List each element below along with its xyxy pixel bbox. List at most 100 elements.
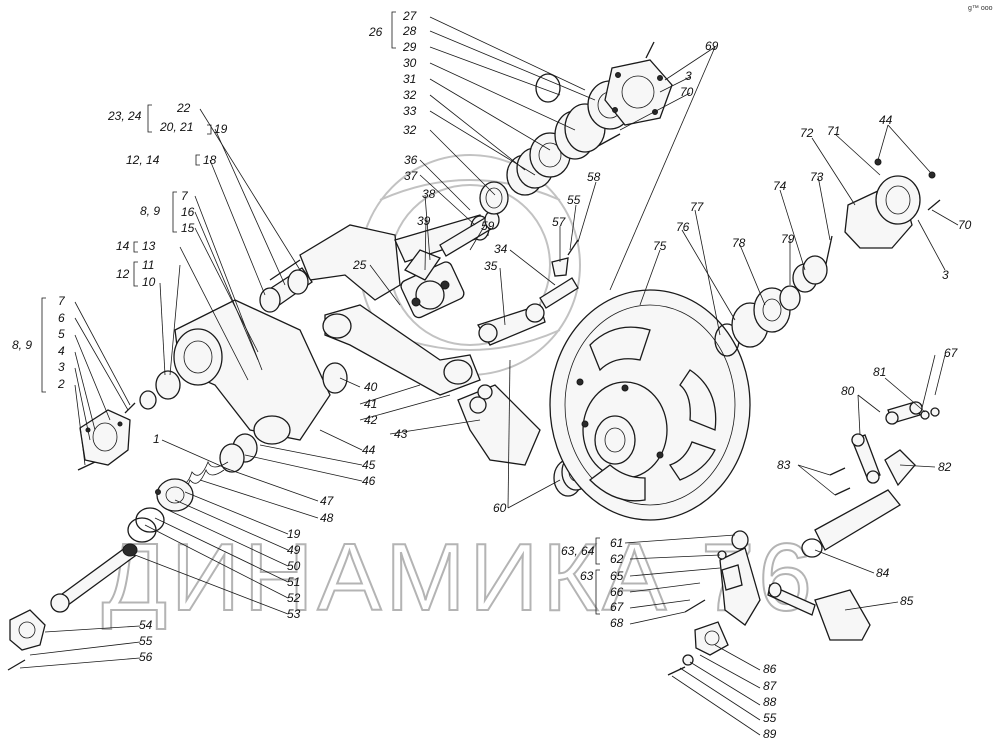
callout-22: 22 bbox=[176, 101, 191, 115]
callout-53: 53 bbox=[287, 607, 301, 621]
callout-43: 43 bbox=[394, 427, 408, 441]
callout-44b: 44 bbox=[362, 443, 376, 457]
callout-42: 42 bbox=[364, 413, 378, 427]
callout-61: 61 bbox=[610, 536, 623, 550]
callout-76: 76 bbox=[676, 220, 690, 234]
callout-3c: 3 bbox=[58, 360, 65, 374]
callout-56: 56 bbox=[139, 650, 153, 664]
callout-19b: 19 bbox=[287, 527, 301, 541]
callout-55a: 55 bbox=[567, 193, 581, 207]
callout-14: 14 bbox=[116, 239, 130, 253]
upper-seal-rings bbox=[479, 73, 633, 215]
callout-65: 65 bbox=[610, 569, 624, 583]
callout-51: 51 bbox=[287, 575, 300, 589]
callout-25: 25 bbox=[352, 258, 367, 272]
callout-75: 75 bbox=[653, 239, 667, 253]
callout-47: 47 bbox=[320, 494, 335, 508]
callout-67a: 67 bbox=[944, 346, 959, 360]
callout-38: 38 bbox=[422, 187, 436, 201]
callout-55b: 55 bbox=[139, 634, 153, 648]
callout-13: 13 bbox=[142, 239, 156, 253]
callout-32b: 32 bbox=[403, 123, 417, 137]
bottom-left-cap bbox=[7, 609, 46, 671]
callout-27: 27 bbox=[402, 9, 418, 23]
left-end-flange bbox=[77, 370, 181, 471]
road-wheel bbox=[549, 289, 751, 521]
callout-3b: 3 bbox=[942, 268, 949, 282]
callout-89: 89 bbox=[763, 727, 777, 741]
callout-18: 18 bbox=[203, 153, 217, 167]
callout-41: 41 bbox=[364, 397, 377, 411]
callout-7b: 7 bbox=[58, 294, 66, 308]
stub-shaft bbox=[439, 210, 500, 257]
callout-36: 36 bbox=[404, 153, 418, 167]
callout-15: 15 bbox=[181, 221, 195, 235]
callout-72: 72 bbox=[800, 126, 814, 140]
callout-52: 52 bbox=[287, 591, 301, 605]
callout-63: 63 bbox=[580, 569, 594, 583]
callout-83: 83 bbox=[777, 458, 791, 472]
callout-12-14: 12, 14 bbox=[126, 153, 160, 167]
callout-brackets bbox=[41, 11, 600, 615]
callout-50: 50 bbox=[287, 559, 301, 573]
callout-84: 84 bbox=[876, 566, 890, 580]
shock-absorber bbox=[767, 582, 871, 641]
callout-69: 69 bbox=[705, 39, 719, 53]
callout-63-64: 63, 64 bbox=[561, 544, 595, 558]
callout-29: 29 bbox=[402, 40, 417, 54]
callout-85: 85 bbox=[900, 594, 914, 608]
callout-11: 11 bbox=[142, 258, 154, 272]
callout-67b: 67 bbox=[610, 600, 625, 614]
callout-57: 57 bbox=[552, 215, 567, 229]
callout-2: 2 bbox=[57, 377, 65, 391]
callout-23-24: 23, 24 bbox=[107, 109, 142, 123]
callout-78: 78 bbox=[732, 236, 746, 250]
callout-48: 48 bbox=[320, 511, 334, 525]
lower-hub-86 bbox=[667, 621, 729, 676]
callout-labels: 27 28 29 26 30 31 32 33 32 69 3 70 22 23… bbox=[12, 9, 972, 741]
callout-10: 10 bbox=[142, 275, 156, 289]
callout-82: 82 bbox=[938, 460, 952, 474]
corner-mark: g™ ooo bbox=[968, 5, 993, 12]
callout-33: 33 bbox=[403, 104, 417, 118]
callout-3a: 3 bbox=[685, 69, 692, 83]
center-hub-assembly bbox=[400, 249, 465, 319]
wheel-bearing-set bbox=[714, 235, 833, 357]
balancer-arm bbox=[322, 304, 481, 396]
callout-70b: 70 bbox=[958, 218, 972, 232]
bracket-clamp bbox=[457, 384, 541, 466]
upper-shaft bbox=[259, 267, 313, 313]
callout-86: 86 bbox=[763, 662, 777, 676]
callout-68: 68 bbox=[610, 616, 624, 630]
callout-31: 31 bbox=[403, 72, 416, 86]
callout-39: 39 bbox=[417, 214, 431, 228]
callout-28: 28 bbox=[402, 24, 417, 38]
callout-8-9b: 8, 9 bbox=[12, 338, 32, 352]
callout-60: 60 bbox=[493, 501, 507, 515]
callout-1: 1 bbox=[153, 432, 160, 446]
callout-45: 45 bbox=[362, 458, 376, 472]
callout-81: 81 bbox=[873, 365, 886, 379]
long-shaft bbox=[50, 543, 138, 613]
top-flange-cover bbox=[597, 41, 673, 147]
callout-87: 87 bbox=[763, 679, 778, 693]
callout-74: 74 bbox=[773, 179, 787, 193]
suspension-arm-housing bbox=[173, 299, 331, 445]
callout-40: 40 bbox=[364, 380, 378, 394]
callout-54: 54 bbox=[139, 618, 153, 632]
callout-37: 37 bbox=[404, 169, 419, 183]
callout-32a: 32 bbox=[403, 88, 417, 102]
callout-35: 35 bbox=[484, 259, 498, 273]
callout-80: 80 bbox=[841, 384, 855, 398]
callout-70a: 70 bbox=[680, 85, 694, 99]
callout-46: 46 bbox=[362, 474, 376, 488]
callout-71: 71 bbox=[827, 124, 840, 138]
callout-58: 58 bbox=[587, 170, 601, 184]
callout-79: 79 bbox=[781, 232, 795, 246]
callout-26: 26 bbox=[368, 25, 383, 39]
callout-49: 49 bbox=[287, 543, 301, 557]
callout-19a: 19 bbox=[214, 122, 228, 136]
callout-55c: 55 bbox=[763, 711, 777, 725]
lever-assembly-63 bbox=[684, 530, 761, 626]
